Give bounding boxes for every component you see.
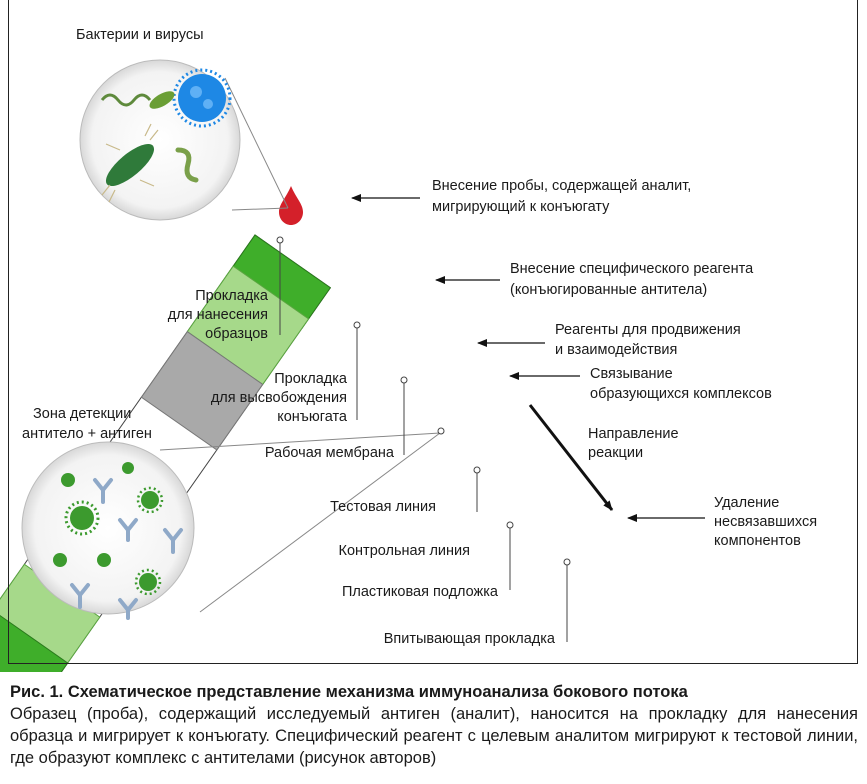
- label-sample-application-2: мигрирующий к конъюгату: [432, 199, 610, 215]
- label-conjugate-pad-3: конъюгата: [277, 409, 348, 425]
- label-sample-application-1: Внесение пробы, содержащей аналит,: [432, 178, 691, 194]
- conjugate-pad: [140, 330, 264, 451]
- label-conjugate-pad-1: Прокладка: [274, 371, 348, 387]
- rod-bacterium-icon: [149, 91, 175, 109]
- label-absorbent-pad: Впитывающая прокладка: [384, 631, 556, 647]
- curved-bacterium-icon: [175, 147, 199, 183]
- direction-arrow: [528, 404, 614, 511]
- absorbent-pad-end: [0, 609, 69, 672]
- zoom-line-top-2: [231, 207, 289, 211]
- label-removal-1: Удаление: [714, 495, 779, 511]
- zoom-line-bottom-1: [159, 432, 441, 451]
- antibody-icons: [70, 478, 183, 620]
- label-reagents-1: Реагенты для продвижения: [555, 322, 741, 338]
- detection-zone-circle: [21, 441, 195, 615]
- leader-lines: [279, 240, 568, 642]
- label-sample-pad-3: образцов: [205, 326, 268, 342]
- caption-body: Образец (проба), содержащий исследуемый …: [10, 705, 858, 767]
- antigen-antibody-icons: [53, 462, 164, 596]
- label-binding-1: Связывание: [590, 366, 673, 382]
- label-sample-pad-1: Прокладка: [195, 288, 269, 304]
- label-binding-2: образующихся комплексов: [590, 386, 772, 402]
- caption-title: Рис. 1. Схематическое представление меха…: [10, 683, 688, 701]
- label-conjugate-pad-2: для высвобождения: [211, 390, 347, 406]
- label-test-line: Тестовая линия: [330, 499, 436, 515]
- label-control-line: Контрольная линия: [339, 543, 470, 559]
- label-removal-2: несвязавшихся: [714, 514, 817, 530]
- label-removal-3: компонентов: [714, 533, 801, 549]
- label-reagents-2: и взаимодействия: [555, 342, 677, 358]
- spiral-bacterium-icon: [100, 93, 152, 107]
- label-detection-zone-1: Зона детекции: [33, 406, 131, 422]
- zoom-line-top-1: [224, 77, 289, 209]
- label-bacteria-viruses: Бактерии и вирусы: [76, 27, 204, 43]
- zoom-line-bottom-2: [199, 432, 441, 613]
- label-plastic-backing: Пластиковая подложка: [342, 584, 499, 600]
- virus-icon: [172, 68, 232, 128]
- label-specific-reagent-1: Внесение специфического реагента: [510, 261, 754, 277]
- leader-dots: [276, 236, 571, 566]
- label-direction-2: реакции: [588, 445, 643, 461]
- lateral-flow-diagram: Бактерии и вирусы Внесение пробы, содерж…: [0, 27, 817, 672]
- flagellated-bacterium-icon: [101, 123, 159, 203]
- label-working-membrane: Рабочая мембрана: [265, 445, 395, 461]
- label-specific-reagent-2: (конъюгированные антитела): [510, 282, 707, 298]
- label-detection-zone-2: антитело + антиген: [22, 426, 152, 442]
- label-sample-pad-2: для нанесения: [168, 307, 268, 323]
- figure-caption: Рис. 1. Схематическое представление меха…: [10, 681, 858, 769]
- blood-drop-icon: [279, 186, 303, 225]
- label-direction-1: Направление: [588, 426, 679, 442]
